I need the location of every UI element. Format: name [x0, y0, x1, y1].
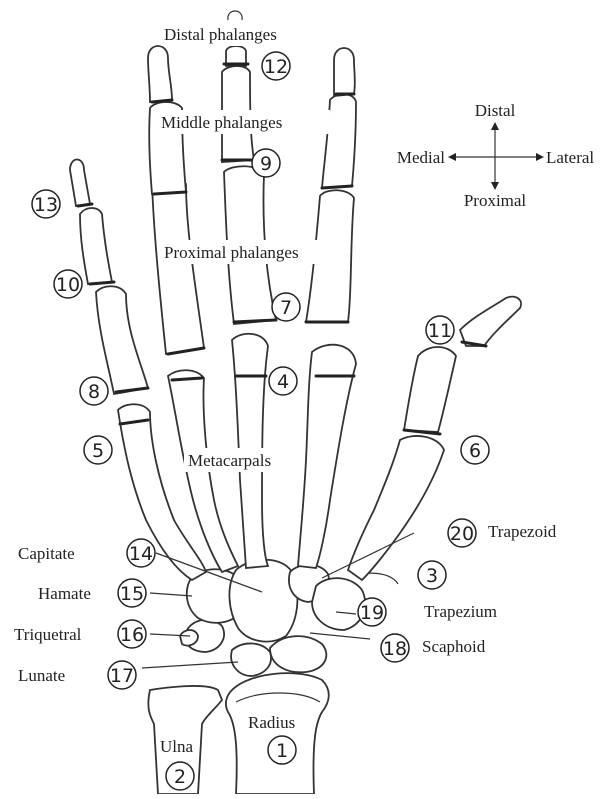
svg-text:13: 13	[34, 194, 58, 216]
svg-text:15: 15	[120, 583, 144, 605]
marker-15: 15	[118, 579, 146, 607]
marker-18: 18	[381, 634, 409, 662]
marker-10: 10	[54, 270, 82, 298]
svg-text:4: 4	[277, 371, 289, 393]
svg-text:6: 6	[469, 440, 481, 462]
metacarpal-index	[298, 345, 356, 568]
svg-text:19: 19	[360, 602, 384, 624]
ulna-label: Ulna	[160, 737, 194, 756]
marker-5: 5	[84, 436, 112, 464]
svg-text:1: 1	[276, 740, 288, 762]
marker-4: 4	[269, 367, 297, 395]
proximal-phalanx-little	[96, 286, 148, 394]
compass-proximal-label: Proximal	[464, 191, 527, 210]
proximal-phalanx-thumb	[404, 347, 456, 432]
capitate-bone	[229, 560, 297, 642]
svg-text:2: 2	[174, 766, 186, 788]
svg-text:18: 18	[383, 638, 407, 660]
svg-text:11: 11	[428, 320, 452, 342]
proximal-phalanges-label: Proximal phalanges	[164, 243, 299, 262]
distal-phalanx-index	[334, 48, 355, 96]
marker-19: 19	[358, 598, 386, 626]
svg-text:8: 8	[88, 381, 100, 403]
marker-1: 1	[268, 736, 296, 764]
marker-7: 7	[272, 293, 300, 321]
trapezium-label: Trapezium	[424, 602, 497, 621]
distal-phalanx-little	[70, 160, 90, 207]
distal-phalanx-thumb	[460, 297, 521, 346]
distal-phalanges-label: Distal phalanges	[164, 25, 277, 44]
marker-14: 14	[127, 539, 155, 567]
svg-text:17: 17	[110, 665, 134, 687]
compass-lateral-label: Lateral	[546, 148, 594, 167]
radius-label: Radius	[248, 713, 295, 732]
marker-9: 9	[252, 149, 280, 177]
distal-phalanx-ring	[148, 46, 172, 102]
marker-13: 13	[32, 190, 60, 218]
radius-bone	[226, 673, 329, 794]
marker-20: 20	[448, 519, 476, 547]
marker-17: 17	[108, 661, 136, 689]
compass-medial-label: Medial	[397, 148, 445, 167]
svg-text:7: 7	[280, 297, 292, 319]
svg-text:14: 14	[129, 543, 153, 565]
triquetral-label: Triquetral	[14, 625, 82, 644]
svg-text:9: 9	[260, 153, 272, 175]
proximal-phalanx-ring	[152, 178, 204, 354]
trapezoid-label: Trapezoid	[488, 522, 557, 541]
svg-text:3: 3	[426, 565, 438, 587]
svg-text:5: 5	[92, 440, 104, 462]
svg-text:10: 10	[56, 274, 80, 296]
middle-phalanx-index	[322, 94, 356, 188]
marker-3: 3	[418, 561, 446, 589]
hamate-label: Hamate	[38, 584, 91, 603]
svg-text:16: 16	[120, 624, 144, 646]
marker-11: 11	[426, 316, 454, 344]
marker-12: 12	[262, 52, 290, 80]
marker-2: 2	[166, 762, 194, 790]
middle-phalanges-label: Middle phalanges	[161, 113, 282, 132]
lunate-bone	[231, 643, 271, 676]
compass-distal-label: Distal	[475, 101, 516, 120]
middle-phalanx-little	[80, 208, 112, 284]
trapezium-bone	[312, 578, 365, 630]
scaphoid-label: Scaphoid	[422, 637, 486, 656]
svg-text:12: 12	[264, 56, 288, 78]
capitate-label: Capitate	[18, 544, 75, 563]
direction-compass: Distal Proximal Medial Lateral	[397, 101, 595, 210]
marker-8: 8	[80, 377, 108, 405]
marker-16: 16	[118, 620, 146, 648]
metacarpals-label: Metacarpals	[188, 451, 271, 470]
lunate-label: Lunate	[18, 666, 65, 685]
svg-text:20: 20	[450, 523, 474, 545]
pisiform-bone	[180, 630, 198, 646]
scaphoid-bone	[270, 636, 326, 672]
marker-6: 6	[461, 436, 489, 464]
